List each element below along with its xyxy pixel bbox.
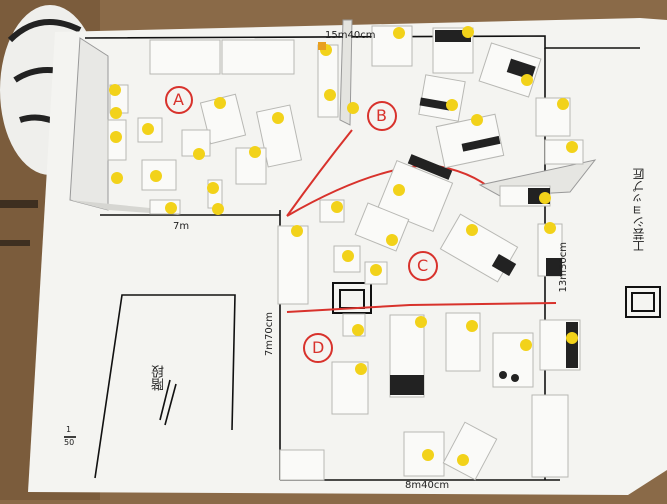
left-dimension-label: 7m70cm: [264, 312, 275, 357]
marker-cap: [318, 42, 326, 50]
stairs-label: 階段: [152, 365, 167, 391]
shop-label: 工芸ショップ匠: [632, 168, 646, 252]
right-dimension-label: 13m30cm: [558, 242, 569, 293]
mid-dimension-label: 7m: [173, 221, 190, 232]
zone-label-b: B: [376, 106, 387, 125]
bottom-dimension-label: 8m40cm: [405, 480, 450, 491]
scale-numerator: 1: [66, 425, 72, 434]
scale-denominator: 50: [64, 438, 75, 447]
number-dots: [109, 26, 578, 466]
zone-label-d: D: [312, 338, 325, 357]
zone-label-c: C: [417, 256, 429, 275]
zone-label-a: A: [173, 90, 184, 109]
top-dimension-label: 15m40cm: [325, 30, 376, 41]
